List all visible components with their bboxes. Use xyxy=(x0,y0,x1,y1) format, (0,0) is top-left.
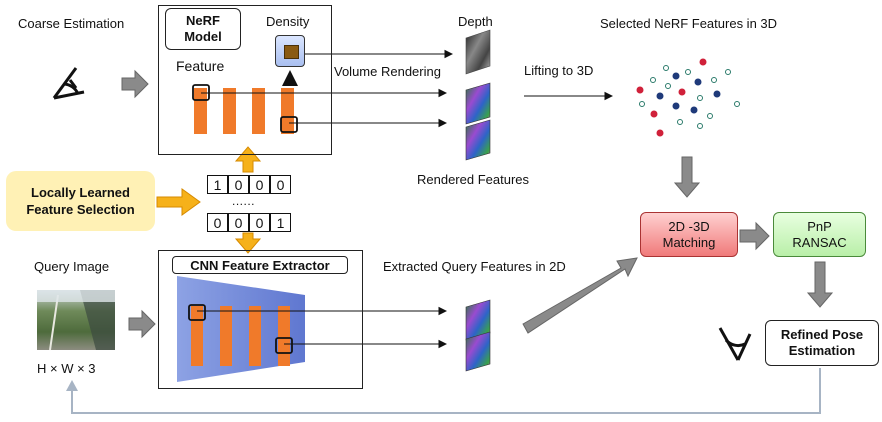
volume-rendering-label: Volume Rendering xyxy=(334,64,441,79)
feedback-loop-line xyxy=(71,368,821,414)
selected-nerf-features-label: Selected NeRF Features in 3D xyxy=(600,16,778,31)
nerf-selected-feature-bottom xyxy=(280,116,298,133)
refined-pose-box: Refined Pose Estimation xyxy=(765,320,879,366)
query-feature-map-2 xyxy=(465,331,491,372)
cnn-feature-bars xyxy=(191,306,290,366)
image-dimensions-label: H × W × 3 xyxy=(37,361,96,376)
lifting-to-3d-label: Lifting to 3D xyxy=(524,63,594,78)
matching-to-pnp-arrow xyxy=(739,221,770,251)
point-cloud-icon xyxy=(636,58,740,137)
rendered-feature-map-2 xyxy=(465,119,491,161)
feature-label: Feature xyxy=(176,58,225,74)
refined-camera-icon xyxy=(718,327,752,361)
cnn-selected-feature-bottom xyxy=(275,337,293,354)
extracted-query-features-label: Extracted Query Features in 2D xyxy=(383,259,566,274)
mask-top-digit-1: 1 xyxy=(207,175,228,194)
cnn-feature-extractor-title: CNN Feature Extractor xyxy=(172,256,348,274)
selection-to-mask-arrow xyxy=(156,188,201,216)
rendered-features-label: Rendered Features xyxy=(417,172,530,187)
cnn-trapezoid xyxy=(177,276,305,382)
density-label: Density xyxy=(266,14,310,29)
feedback-loop-arrowhead xyxy=(66,380,78,391)
mask-bottom-digit-1: 0 xyxy=(207,213,228,232)
cnn-panel xyxy=(158,250,363,389)
density-box xyxy=(275,35,305,67)
pnp-ransac-box: PnP RANSAC xyxy=(773,212,866,257)
nerf-model-panel xyxy=(158,5,332,155)
mask-to-cnn-arrow xyxy=(234,232,262,254)
mask-top-digit-2: 0 xyxy=(228,175,249,194)
rendered-feature-map-1 xyxy=(465,82,491,125)
coarse-estimation-label: Coarse Estimation xyxy=(18,16,125,31)
query-to-cnn-arrow xyxy=(128,309,156,339)
query-photo-icon xyxy=(37,290,115,351)
depth-map-icon xyxy=(465,29,491,75)
matching-box: 2D -3D Matching xyxy=(640,212,738,257)
query-image-label: Query Image xyxy=(34,259,110,274)
nerf-model-box: NeRF Model xyxy=(165,8,241,50)
mask-ellipsis: ...... xyxy=(232,194,256,208)
mask-top-digit-4: 0 xyxy=(270,175,291,194)
feature-selection-box: Locally Learned Feature Selection xyxy=(6,171,155,231)
cnn-selected-feature-top xyxy=(188,304,206,321)
query-to-matching-arrow xyxy=(522,257,638,334)
mask-bottom-digit-2: 0 xyxy=(228,213,249,232)
mask-bottom-digit-3: 0 xyxy=(249,213,270,232)
mask-top-digit-3: 0 xyxy=(249,175,270,194)
depth-label: Depth xyxy=(458,14,493,29)
density-swatch xyxy=(284,45,299,59)
points-to-matching-arrow xyxy=(673,156,701,198)
mask-bottom-digit-4: 1 xyxy=(270,213,291,232)
camera-icon xyxy=(52,67,85,100)
pnp-to-refined-arrow xyxy=(806,261,834,308)
coarse-to-nerf-arrow xyxy=(121,69,149,99)
